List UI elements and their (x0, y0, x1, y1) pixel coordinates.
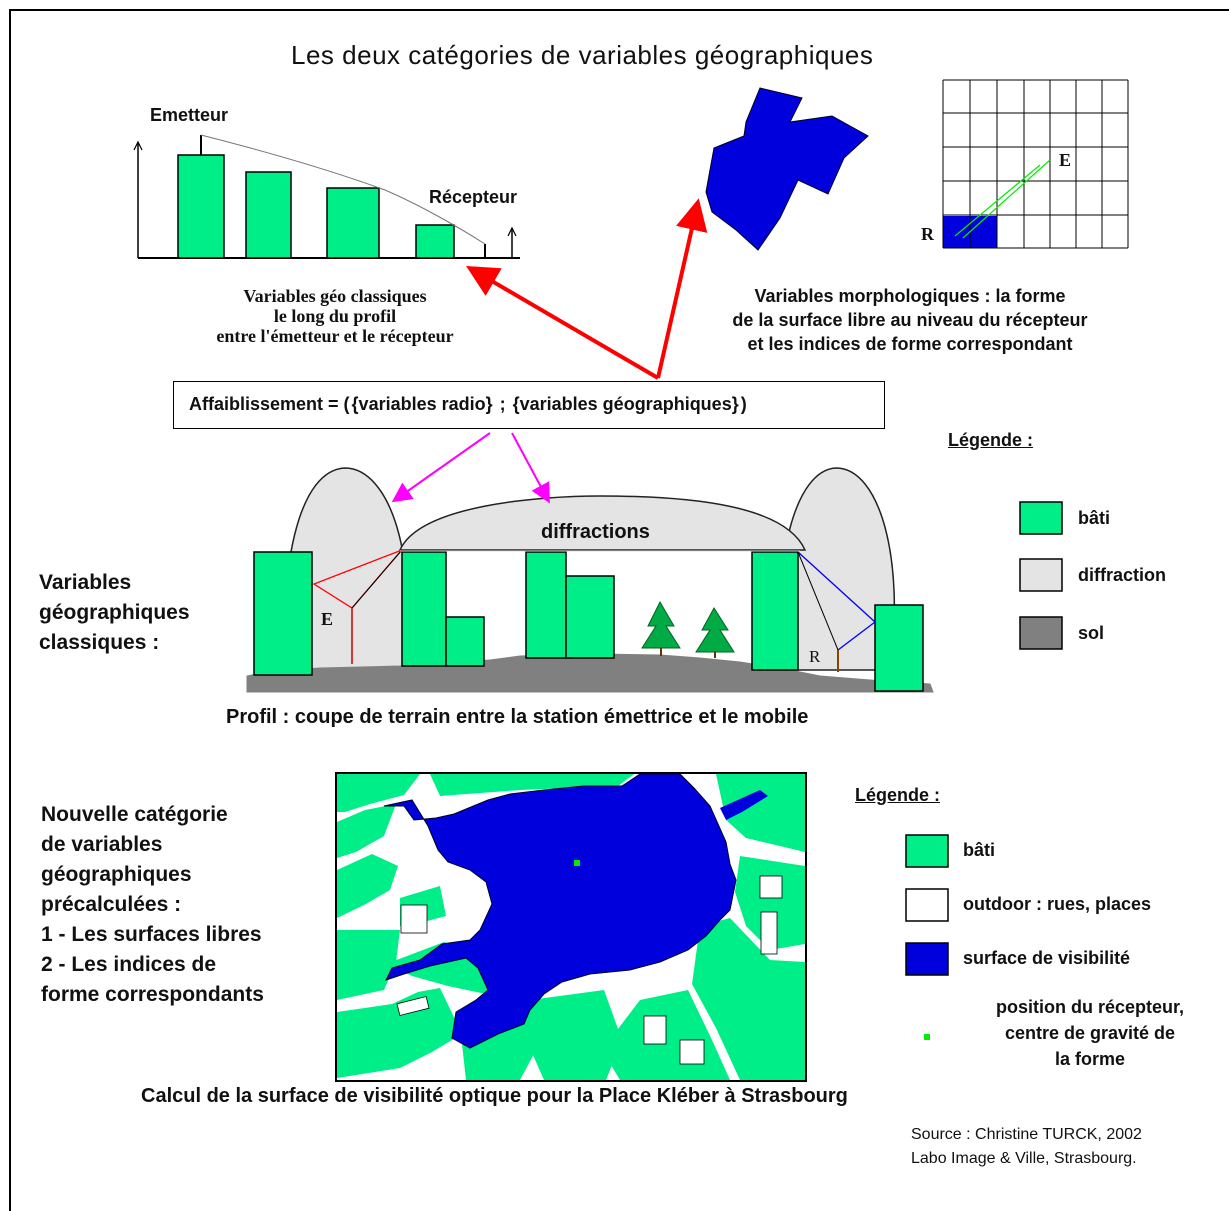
classic-vars-caption: Variables géo classiques le long du prof… (216, 286, 454, 346)
profile-r-label: R (809, 647, 821, 666)
arrow-magenta-right (511, 432, 550, 504)
legend2-swatch-visibility (905, 942, 949, 976)
receiver-position-dot (574, 860, 580, 866)
grid-label-r: R (921, 224, 934, 244)
legend-bottom-receiver: position du récepteur, centre de gravité… (995, 997, 1185, 1069)
formula-box: Affaiblissement = ({variables radio} ; {… (173, 381, 885, 429)
grid-ray-2 (962, 159, 1051, 239)
legend2-receiver-dot (924, 1034, 930, 1040)
visibility-map (335, 772, 807, 1082)
legend2-swatch-bati (905, 834, 949, 868)
legend-top-title: Légende : (948, 430, 1034, 450)
diffractions-label: diffractions (541, 521, 650, 543)
free-surface-shape (705, 87, 869, 251)
profile-caption: Profil : coupe de terrain entre la stati… (226, 706, 809, 728)
arrow-magenta-left (391, 432, 491, 503)
building-6 (751, 551, 799, 671)
legend-bottom-outdoor: outdoor : rues, places (963, 894, 1152, 914)
legend-bottom-title: Légende : (855, 785, 941, 805)
legend-swatch-sol (1019, 616, 1063, 650)
profile-bar-chart (133, 134, 520, 259)
building-5 (565, 575, 615, 659)
trees (641, 600, 735, 653)
diffraction-zone-top (398, 495, 807, 551)
receiver-label: Récepteur (429, 187, 518, 207)
profile-bar-4 (415, 224, 455, 259)
profile-e-label: E (321, 609, 334, 629)
building-4 (525, 551, 567, 659)
legend2-swatch-outdoor (905, 888, 949, 922)
building-3 (445, 616, 485, 667)
arrow-to-classic-vars (466, 265, 660, 380)
map-caption: Calcul de la surface de visibilité optiq… (141, 1085, 848, 1107)
terrain-cross-section (246, 467, 934, 693)
profile-bar-1 (177, 154, 225, 259)
profile-bar-2 (245, 171, 292, 259)
legend-swatch-diffraction (1019, 558, 1063, 592)
arrow-to-morpho-vars (656, 198, 708, 379)
emitter-label: Emetteur (150, 105, 229, 125)
grid-ray-1 (954, 164, 1041, 237)
profile-bar-3 (326, 187, 380, 259)
legend-bottom-bati: bâti (963, 840, 996, 860)
classic-section-label: Variables géographiques classiques : (39, 571, 190, 654)
building-7 (874, 604, 924, 692)
grid-label-e: E (1059, 150, 1072, 170)
legend-top-diffraction: diffraction (1078, 565, 1166, 585)
building-1 (253, 551, 313, 676)
frame-border (9, 9, 1229, 1211)
legend-swatch-bati (1019, 501, 1063, 535)
new-section-label: Nouvelle catégorie de variables géograph… (41, 803, 264, 1006)
legend-top-sol: sol (1078, 623, 1105, 643)
chart-left-arrowhead (133, 140, 143, 151)
page-title: Les deux catégories de variables géograp… (291, 40, 874, 70)
emitter-ray-black (351, 549, 403, 609)
receiver-ray-black (797, 551, 839, 651)
source-credit: Source : Christine TURCK, 2002 Labo Imag… (911, 1126, 1142, 1167)
legend-top-bati: bâti (1078, 508, 1111, 528)
raster-grid (942, 79, 1129, 249)
receiver-ray-blue (797, 551, 877, 651)
profile-line-of-sight (200, 134, 486, 245)
legend-bottom-visibility: surface de visibilité (963, 948, 1131, 968)
building-2 (401, 551, 447, 667)
morpho-vars-caption: Variables morphologiques : la forme de l… (732, 286, 1088, 354)
formula-text: Affaiblissement = ({variables radio} ; {… (189, 394, 747, 414)
chart-right-arrowhead (507, 226, 517, 237)
diagram-graphics (133, 79, 1129, 1082)
